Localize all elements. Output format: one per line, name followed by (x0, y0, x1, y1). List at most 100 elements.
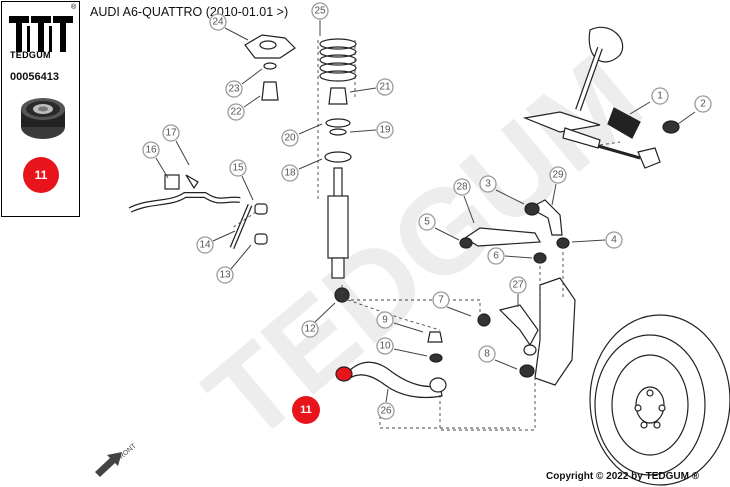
upper-spring-seat (325, 118, 351, 128)
callout-17: 17 (162, 124, 190, 166)
svg-text:18: 18 (284, 168, 296, 179)
callout-13: 13 (216, 244, 252, 284)
line-art (128, 26, 730, 486)
svg-text:8: 8 (484, 349, 490, 360)
svg-text:5: 5 (424, 217, 430, 228)
callout-5: 5 (418, 213, 460, 241)
shock-body (327, 195, 349, 259)
callout-15: 15 (229, 159, 254, 201)
callout-25: 25 (311, 2, 329, 36)
highlight-position-label: 11 (34, 168, 48, 182)
stabilizer-bushing (164, 174, 180, 190)
link-bushing-lower (254, 233, 268, 245)
highlighted-bushing (335, 366, 353, 382)
callout-21: 21 (349, 78, 394, 96)
lower-arm-rear (498, 304, 539, 347)
svg-text:15: 15 (232, 163, 244, 174)
svg-text:13: 13 (219, 270, 231, 281)
callout-23: 23 (225, 68, 263, 98)
nut (429, 353, 443, 363)
stabilizer-bar (128, 192, 241, 213)
svg-text:26: 26 (380, 406, 392, 417)
callout-12: 12 (301, 302, 336, 338)
wheel-hub-carrier (534, 277, 576, 386)
highlight-position-badge: 11 (23, 157, 59, 193)
part-number: 00056413 (10, 71, 59, 83)
svg-text:23: 23 (228, 84, 240, 95)
svg-text:4: 4 (611, 235, 617, 246)
svg-text:3: 3 (485, 179, 491, 190)
highlight-callout-11: 11 (292, 396, 320, 424)
lower-control-arm (347, 361, 443, 399)
lower-spring-seat (324, 151, 352, 163)
callout-27: 27 (509, 276, 527, 307)
bump-stop (261, 81, 279, 101)
bushing-thumbnail (21, 98, 65, 139)
mount-washer (263, 62, 277, 70)
callout-29: 29 (549, 166, 567, 206)
registered-mark: ® (71, 4, 77, 11)
svg-text:10: 10 (379, 341, 391, 352)
callouts: 1 2 3 4 5 6 7 8 9 10 12 13 14 15 16 (142, 2, 712, 420)
product-info-panel: TEDGUM ® 00056413 11 (1, 1, 80, 217)
tie-rod-boot (662, 120, 680, 134)
tie-rod-end (637, 147, 661, 169)
steering-rack (522, 111, 601, 133)
svg-text:16: 16 (145, 145, 157, 156)
wheel (589, 314, 730, 486)
guide-lines (231, 40, 621, 431)
callout-7: 7 (432, 291, 472, 317)
svg-text:20: 20 (284, 133, 296, 144)
svg-text:19: 19 (379, 125, 391, 136)
link-bushing-upper (254, 203, 268, 215)
callout-22: 22 (227, 95, 261, 121)
svg-text:25: 25 (314, 6, 326, 17)
callout-9: 9 (376, 311, 424, 333)
steering-boot (607, 107, 641, 139)
bolt (427, 331, 443, 343)
vehicle-title: AUDI A6-QUATTRO (2010-01.01 >) (90, 5, 289, 19)
callout-4: 4 (571, 231, 623, 249)
callout-2: 2 (677, 95, 712, 125)
callout-14: 14 (196, 230, 236, 254)
callout-8: 8 (478, 345, 518, 370)
svg-text:24: 24 (212, 17, 224, 28)
coil-spring (319, 38, 357, 82)
svg-text:17: 17 (165, 128, 177, 139)
copyright-notice: Copyright © 2022 by TEDGUM ® (546, 471, 700, 482)
svg-text:1: 1 (657, 91, 663, 102)
svg-text:14: 14 (199, 240, 211, 251)
shock-rod (333, 167, 343, 199)
ball-joint-lower (519, 364, 535, 378)
svg-text:12: 12 (304, 324, 316, 335)
callout-10: 10 (376, 337, 428, 357)
rear-arm-bushing (477, 313, 491, 327)
svg-text:9: 9 (382, 315, 388, 326)
svg-text:27: 27 (512, 280, 524, 291)
svg-text:22: 22 (230, 107, 242, 118)
callout-1: 1 (629, 87, 669, 115)
callout-24: 24 (209, 13, 249, 41)
callout-19: 19 (349, 121, 394, 139)
svg-text:28: 28 (456, 182, 468, 193)
brand-name: TEDGUM (10, 50, 51, 60)
svg-text:29: 29 (552, 170, 564, 181)
callout-26: 26 (377, 388, 395, 420)
callout-3: 3 (479, 175, 525, 205)
callout-6: 6 (487, 247, 533, 265)
callout-28: 28 (453, 178, 475, 224)
callout-20: 20 (281, 123, 323, 147)
svg-text:7: 7 (438, 295, 444, 306)
steering-wheel (588, 26, 624, 63)
dust-cap (328, 87, 348, 105)
callout-18: 18 (281, 158, 323, 182)
tedgum-logo (7, 12, 75, 58)
upper-arm-front (463, 227, 541, 247)
svg-text:6: 6 (493, 251, 499, 262)
svg-text:2: 2 (700, 99, 706, 110)
callout-16: 16 (142, 141, 169, 179)
highlight-callout-label: 11 (300, 404, 312, 416)
front-direction-arrow: FRONT (95, 442, 138, 477)
svg-text:21: 21 (379, 82, 391, 93)
